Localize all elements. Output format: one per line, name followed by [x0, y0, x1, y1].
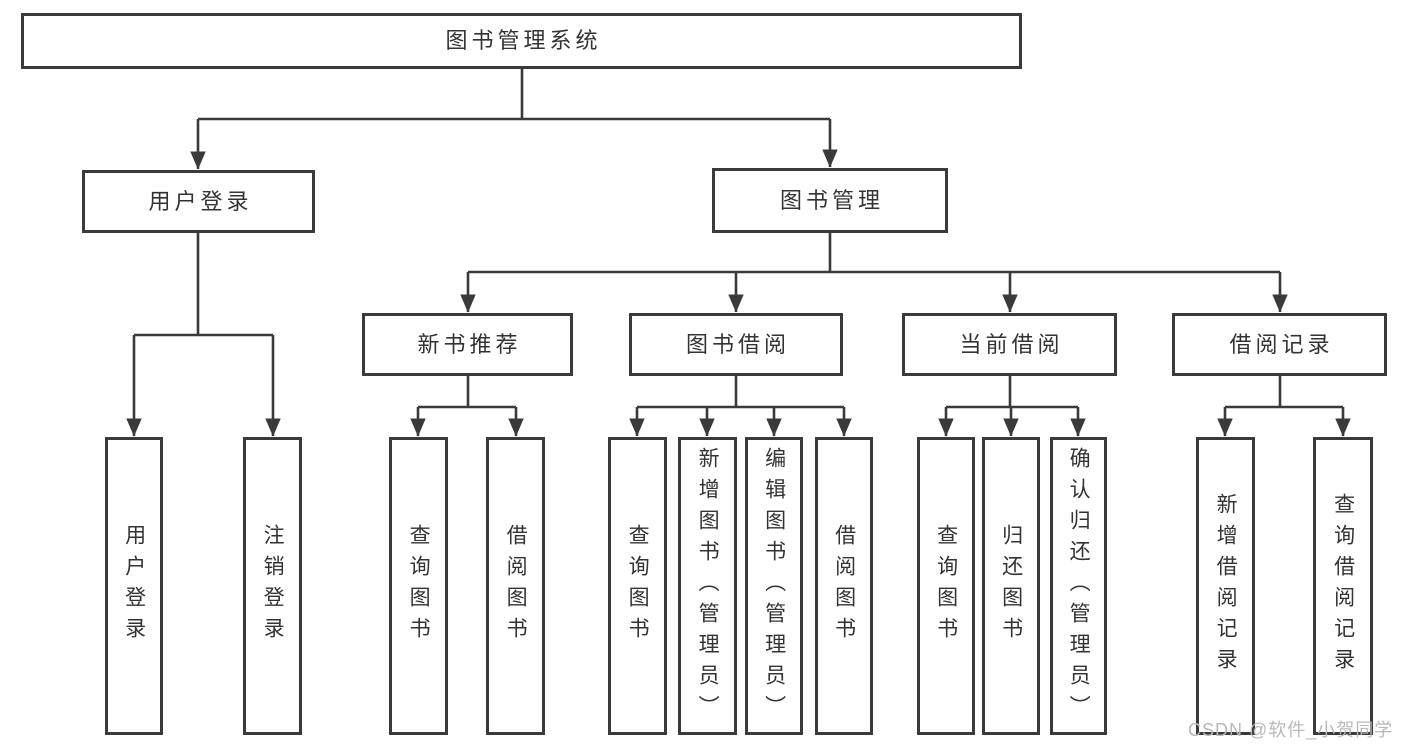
leaf-borrow-books: 借阅图书: [815, 437, 873, 735]
leaf-borrow-books-label: 借阅图书: [832, 524, 856, 648]
leaf-query-books-borrow-label: 查询图书: [626, 524, 650, 648]
leaf-confirm-return-admin-label: 确认归还（管理员）: [1067, 446, 1091, 726]
leaf-user-login: 用户登录: [105, 437, 163, 735]
node-new-book-recommend-label: 新书推荐: [417, 331, 522, 357]
leaf-query-borrow-record: 查询借阅记录: [1313, 437, 1373, 735]
leaf-return-books-label: 归还图书: [999, 524, 1023, 648]
node-book-management-branch-label: 图书管理: [779, 187, 884, 213]
node-book-borrow-label: 图书借阅: [685, 331, 790, 357]
node-borrow-records-label: 借阅记录: [1229, 331, 1334, 357]
leaf-add-books-admin: 新增图书（管理员）: [678, 437, 737, 735]
leaf-query-borrow-record-label: 查询借阅记录: [1331, 493, 1355, 679]
node-user-login-branch-label: 用户登录: [148, 188, 253, 214]
leaf-confirm-return-admin: 确认归还（管理员）: [1050, 437, 1107, 735]
node-current-borrow: 当前借阅: [902, 313, 1117, 376]
leaf-user-login-label: 用户登录: [122, 524, 146, 648]
leaf-query-books-current-label: 查询图书: [934, 524, 958, 648]
leaf-query-books-borrow: 查询图书: [608, 437, 667, 735]
leaf-add-borrow-record-label: 新增借阅记录: [1214, 493, 1238, 679]
node-user-login-branch: 用户登录: [82, 170, 315, 233]
leaf-query-books-current: 查询图书: [917, 437, 975, 735]
leaf-add-books-admin-label: 新增图书（管理员）: [696, 446, 720, 726]
node-borrow-records: 借阅记录: [1172, 313, 1387, 376]
node-new-book-recommend: 新书推荐: [362, 313, 573, 376]
leaf-logout: 注销登录: [243, 437, 302, 735]
leaf-logout-label: 注销登录: [261, 524, 285, 648]
node-book-management-branch: 图书管理: [712, 168, 948, 233]
node-book-borrow: 图书借阅: [629, 313, 843, 376]
leaf-query-books-recommend: 查询图书: [389, 437, 448, 735]
node-root-system-label: 图书管理系统: [445, 28, 602, 53]
leaf-edit-books-admin: 编辑图书（管理员）: [745, 437, 803, 735]
node-current-borrow-label: 当前借阅: [959, 331, 1064, 357]
leaf-return-books: 归还图书: [982, 437, 1040, 735]
csdn-watermark: CSDN @软件_小贺同学: [1188, 720, 1394, 740]
leaf-borrow-books-recommend-label: 借阅图书: [504, 524, 528, 648]
node-root-system: 图书管理系统: [21, 13, 1022, 69]
leaf-edit-books-admin-label: 编辑图书（管理员）: [762, 446, 786, 726]
leaf-borrow-books-recommend: 借阅图书: [486, 437, 545, 735]
leaf-query-books-recommend-label: 查询图书: [407, 524, 431, 648]
leaf-add-borrow-record: 新增借阅记录: [1196, 437, 1255, 735]
